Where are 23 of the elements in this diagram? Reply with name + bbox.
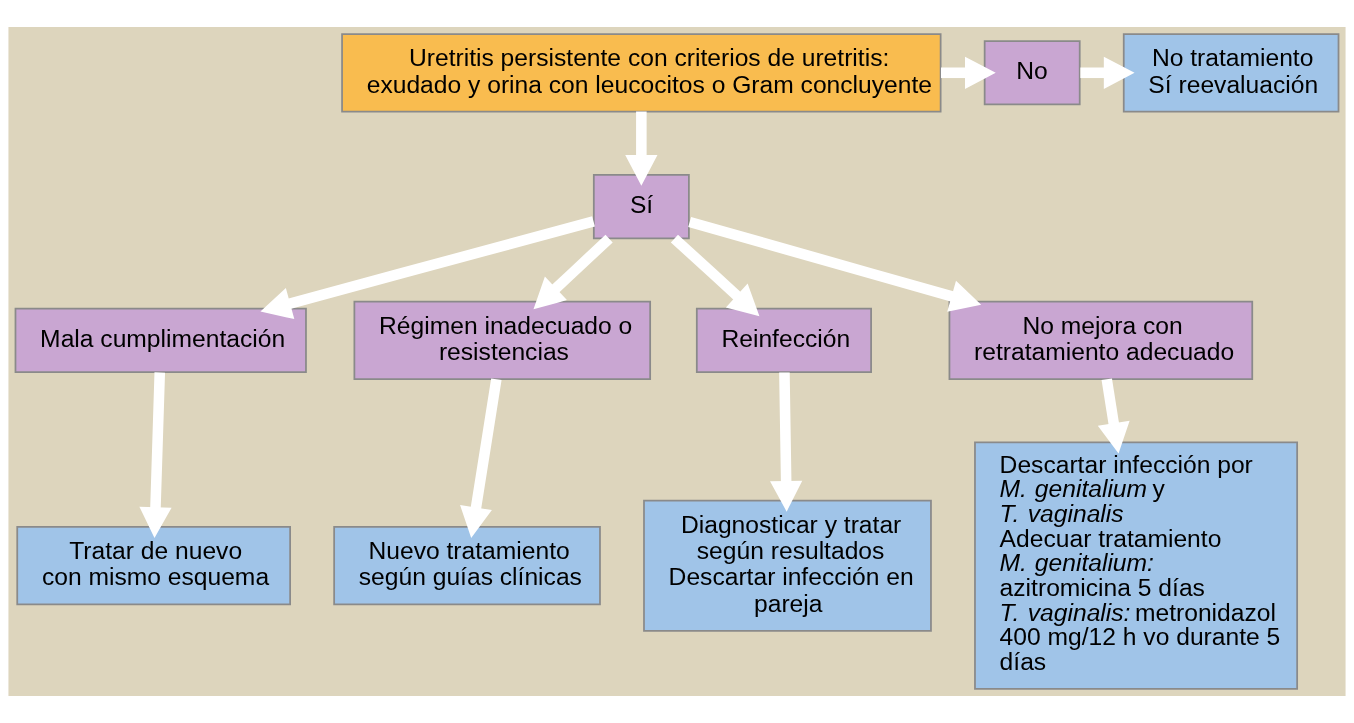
arrow (260, 216, 595, 320)
node-box: Mala cumplimentación (14, 307, 307, 373)
node-box: Reinfección (695, 307, 872, 373)
node-box: Descartar infección por M. genitalium y T. vaginalis Adecuar tratamiento M. genitalium: azitromicina 5 días T. vaginalis: metronidazol 400 mg/12 h vo durante 5 días (974, 441, 1299, 690)
arrow (1080, 56, 1135, 89)
arrow (625, 111, 658, 186)
arrow (770, 372, 803, 512)
arrow (688, 216, 982, 312)
node-box: Régimen inadecuado o resistencias (353, 300, 652, 380)
node-box: Nuevo tratamiento según guías clínicas (333, 526, 601, 606)
node-box: No tratamiento Sí reevaluación (1122, 33, 1340, 113)
node-box: Diagnosticar y tratar según resultados Descartar infección en pareja (643, 499, 932, 632)
node-box: No (983, 40, 1081, 106)
arrow (670, 234, 760, 317)
arrow (1097, 378, 1130, 454)
node-box: Tratar de nuevo con mismo esquema (16, 526, 291, 606)
arrow (139, 372, 172, 538)
arrow (460, 378, 502, 538)
node-box: Sí (592, 174, 690, 240)
node-box: Uretritis persistente con criterios de uretritis: exudado y orina con leucocitos o Gram concluyente (341, 33, 942, 113)
node-box: No mejora con retratamiento adecuado (948, 300, 1254, 380)
arrow (533, 234, 613, 310)
arrow (941, 56, 996, 89)
